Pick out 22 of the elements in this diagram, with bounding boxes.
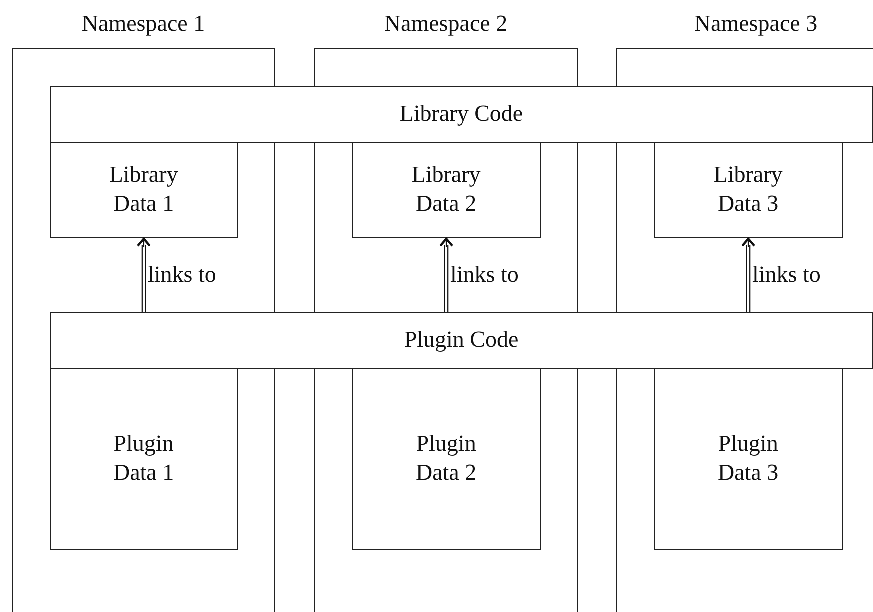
code-box [50, 86, 873, 143]
data-box [654, 368, 843, 550]
data-box [352, 142, 541, 238]
double-arrow [741, 238, 756, 313]
data-box [654, 142, 843, 238]
double-arrow [439, 238, 454, 313]
box-label: Plugin Code [404, 326, 519, 354]
box-label: Library Data 3 [712, 161, 784, 218]
box-label: Library Data 2 [410, 161, 482, 218]
double-arrow [136, 238, 152, 313]
data-box [50, 368, 238, 550]
namespace-heading: Namespace 3 [693, 11, 819, 37]
data-box [352, 368, 541, 550]
box-label: Library Data 1 [108, 161, 180, 218]
code-box [50, 312, 873, 369]
box-label: Plugin Data 3 [716, 430, 780, 487]
box-label: Plugin Data 1 [112, 430, 176, 487]
box-label: Plugin Data 2 [414, 430, 478, 487]
namespace-heading: Namespace 2 [383, 11, 509, 37]
data-box [50, 142, 238, 238]
box-label: Library Code [400, 100, 524, 128]
namespace-heading: Namespace 1 [80, 11, 206, 37]
